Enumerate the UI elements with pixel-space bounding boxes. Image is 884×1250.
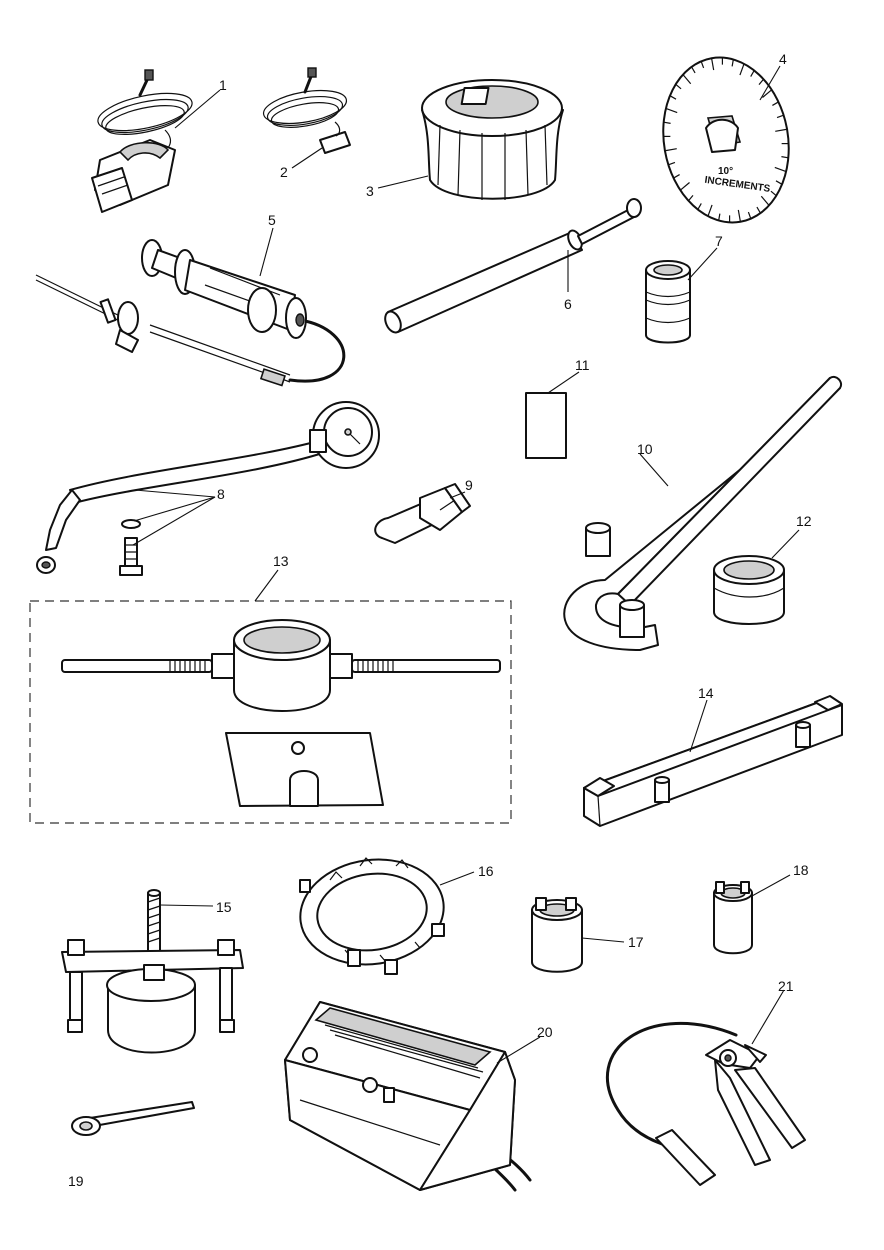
disc-tick-mark	[664, 148, 677, 152]
part-15-puller	[61, 889, 244, 1054]
disc-tick-mark	[731, 59, 734, 67]
disc-tick-mark	[688, 195, 694, 202]
callout-9: 9	[465, 477, 473, 493]
callout-1: 1	[219, 77, 227, 93]
disc-tick-mark	[760, 195, 770, 206]
callout-13: 13	[273, 553, 289, 569]
disc-tick-mark	[772, 101, 779, 106]
callout-7: 7	[715, 233, 723, 249]
part-13-die-holder-kit	[29, 600, 512, 824]
callout-20: 20	[537, 1024, 553, 1040]
callout-19: 19	[68, 1173, 84, 1189]
callout-21: 21	[778, 978, 794, 994]
part-7-bushing	[645, 260, 691, 344]
callout-16: 16	[478, 863, 494, 879]
disc-tick-mark	[739, 63, 745, 76]
callout-18: 18	[793, 862, 809, 878]
part-20-charger	[284, 1001, 532, 1192]
disc-tick-mark	[718, 213, 721, 221]
callout-11: 11	[575, 357, 590, 373]
callout-8: 8	[217, 486, 225, 502]
part-19-strip-tool	[71, 1101, 195, 1136]
disc-tick-mark	[710, 58, 715, 71]
disc-tick-mark	[747, 211, 752, 219]
disc-tick-mark	[756, 206, 761, 214]
part-11-card	[525, 392, 567, 459]
disc-tick-mark	[737, 209, 742, 222]
part-2-cable	[262, 67, 351, 154]
callout-3: 3	[366, 183, 374, 199]
part-21-hose-pliers	[605, 1022, 806, 1186]
disc-tick-mark	[668, 161, 676, 166]
degree-ticks	[663, 57, 789, 223]
disc-tick-mark	[697, 203, 702, 210]
callout-17: 17	[628, 934, 644, 950]
leader-lines	[132, 65, 800, 1064]
part-12-ring-adapter	[713, 555, 785, 625]
disc-tick-mark	[700, 61, 705, 69]
disc-tick-mark	[774, 166, 787, 173]
callout-14: 14	[698, 685, 714, 701]
disc-tick-mark	[665, 107, 678, 114]
disc-tick-mark	[707, 204, 713, 217]
disc-tick-mark	[669, 95, 677, 100]
callout-6: 6	[564, 296, 572, 312]
part-8-pressure-gauge	[36, 401, 380, 576]
part-4-degree-disc: 10° INCREMENTS	[662, 56, 790, 224]
part-17-socket	[531, 897, 583, 973]
callout-15: 15	[216, 899, 232, 915]
part-6-rod	[384, 198, 642, 334]
disc-tick-mark	[673, 174, 680, 179]
part-9-adapter	[374, 483, 471, 544]
callout-5: 5	[268, 212, 276, 228]
disc-tick-mark	[776, 114, 784, 119]
disc-tick-mark	[691, 66, 696, 74]
callout-4: 4	[779, 51, 787, 67]
disc-tick-mark	[663, 121, 671, 124]
part-10-pin-spanner	[563, 376, 842, 651]
disc-tick-mark	[775, 180, 783, 185]
part-14-alignment-rail	[583, 695, 843, 827]
disc-tick-mark	[675, 83, 682, 90]
disc-tick-mark	[775, 128, 788, 132]
disc-tick-mark	[682, 74, 692, 85]
part-1-diagnostic-cable	[91, 69, 193, 213]
disc-tick-mark	[781, 156, 789, 159]
disc-tick-mark	[679, 182, 690, 191]
callout-12: 12	[796, 513, 812, 529]
disc-tick-mark	[758, 78, 764, 85]
callout-10: 10	[637, 441, 653, 457]
disc-tick-mark	[770, 190, 777, 197]
part-18-socket	[713, 881, 753, 955]
disc-tick-mark	[750, 70, 755, 77]
callout-2: 2	[280, 164, 288, 180]
part-16-ring-tool	[299, 857, 445, 975]
part-5-pump	[35, 239, 346, 387]
disc-text-degrees: 10°	[718, 166, 733, 177]
callout-labels: 1 2 3 4 5 6 7 8 9 10 11 12 13 14 15 16 1…	[68, 51, 812, 1189]
disc-tick-mark	[762, 89, 773, 98]
part-3-filter-wrench	[421, 79, 564, 200]
